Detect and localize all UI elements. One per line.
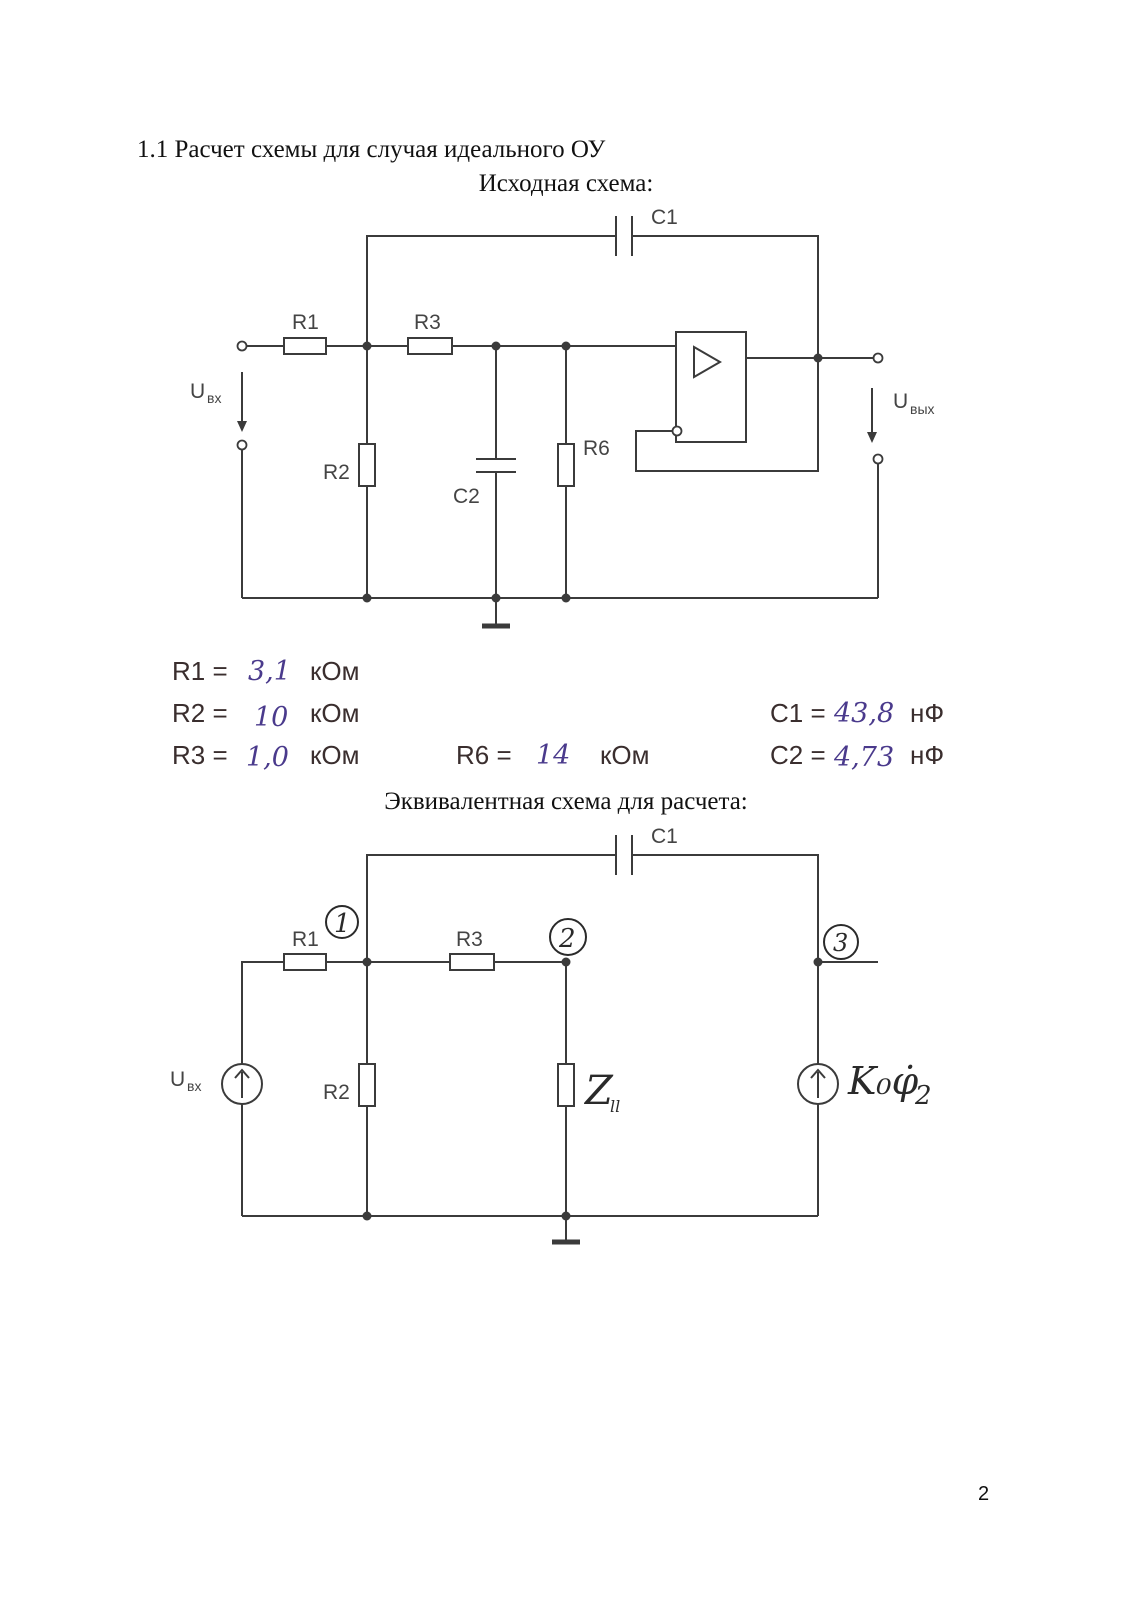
- node-1-marker: [325, 905, 359, 939]
- label-u-out-subscript: вых: [910, 401, 935, 417]
- r3-unit: кОм: [310, 740, 359, 770]
- r2-value: 10: [254, 702, 288, 733]
- r1-name: R1 =: [172, 656, 228, 686]
- node-3-label: 3: [833, 929, 848, 957]
- r2-unit: кОм: [310, 698, 359, 728]
- label-c1: C1: [651, 206, 678, 229]
- output-terminal-bottom: [872, 453, 884, 465]
- source-arrow-up-icon: [234, 1068, 250, 1079]
- c2-name: C2 =: [770, 740, 826, 770]
- equivalent-circuit-diagram: 1 2 3 C1 R1 R3 R2 U вх Z ll K₀φ̇ 2: [170, 825, 932, 1245]
- eq-resistor-r3: [449, 953, 495, 971]
- label-u-in: U: [190, 380, 205, 403]
- impedance-z-subscript: ll: [610, 1097, 620, 1116]
- eq-label-r3: R3: [456, 928, 483, 951]
- equivalent-circuit-caption: Эквивалентная схема для расчета:: [384, 788, 748, 815]
- dependent-source-arrow-up-icon: [810, 1068, 826, 1079]
- r3-value: 1,0: [246, 742, 289, 773]
- resistor-r3: [407, 337, 453, 355]
- c2-unit: нФ: [910, 740, 944, 770]
- label-u-in-subscript: вх: [207, 390, 221, 406]
- output-voltage-arrow-icon: [867, 432, 877, 443]
- dependent-source-label: K₀φ̇: [847, 1059, 919, 1103]
- r2-name: R2 =: [172, 698, 228, 728]
- c1-value: 43,8: [833, 698, 894, 729]
- c1-unit: нФ: [910, 698, 944, 728]
- r3-name: R3 =: [172, 740, 228, 770]
- op-amp-triangle-icon: [693, 345, 723, 379]
- eq-label-c1: C1: [651, 825, 678, 848]
- r6-value: 14: [536, 740, 570, 771]
- op-amp: [675, 331, 747, 443]
- eq-label-r2: R2: [323, 1081, 350, 1104]
- resistor-r2: [358, 443, 376, 487]
- c1-name: C1 =: [770, 698, 826, 728]
- label-r3: R3: [414, 311, 441, 334]
- label-r1: R1: [292, 311, 319, 334]
- input-terminal-bottom: [236, 439, 248, 451]
- input-terminal-top: [236, 340, 248, 352]
- node-2-marker: [549, 918, 587, 956]
- eq-label-u-in: U: [170, 1068, 185, 1091]
- component-values-table: R1 = 3,1 кОм R2 = 10 кОм R3 = 1,0 кОм R6…: [172, 656, 944, 773]
- original-circuit-diagram: C1 R1 R3 R2 C2 R6 U вх U вых: [190, 206, 935, 629]
- label-r2: R2: [323, 461, 350, 484]
- resistor-r1: [283, 337, 327, 355]
- dependent-source-subscript: 2: [914, 1081, 932, 1111]
- node-2-label: 2: [558, 924, 576, 954]
- impedance-z-label: Z: [583, 1068, 614, 1114]
- r1-unit: кОм: [310, 656, 359, 686]
- r6-unit: кОм: [600, 740, 649, 770]
- original-circuit-caption: Исходная схема:: [478, 170, 654, 197]
- eq-resistor-r1: [283, 953, 327, 971]
- node-1-label: 1: [334, 909, 351, 939]
- r6-name: R6 =: [456, 740, 512, 770]
- output-terminal-top: [872, 352, 884, 364]
- label-r6: R6: [583, 437, 610, 460]
- c2-value: 4,73: [833, 742, 894, 773]
- label-c2: C2: [453, 485, 480, 508]
- eq-resistor-r2: [358, 1063, 376, 1107]
- r1-value: 3,1: [248, 656, 291, 687]
- eq-label-u-in-subscript: вх: [187, 1078, 201, 1094]
- label-u-out: U: [893, 390, 908, 413]
- eq-label-r1: R1: [292, 928, 319, 951]
- impedance-z: [557, 1063, 575, 1107]
- input-voltage-arrow-icon: [237, 421, 247, 432]
- page-number: 2: [978, 1483, 990, 1505]
- resistor-r6: [557, 443, 575, 487]
- section-heading: 1.1 Расчет схемы для случая идеального О…: [137, 136, 606, 163]
- node-3-marker: [823, 924, 859, 960]
